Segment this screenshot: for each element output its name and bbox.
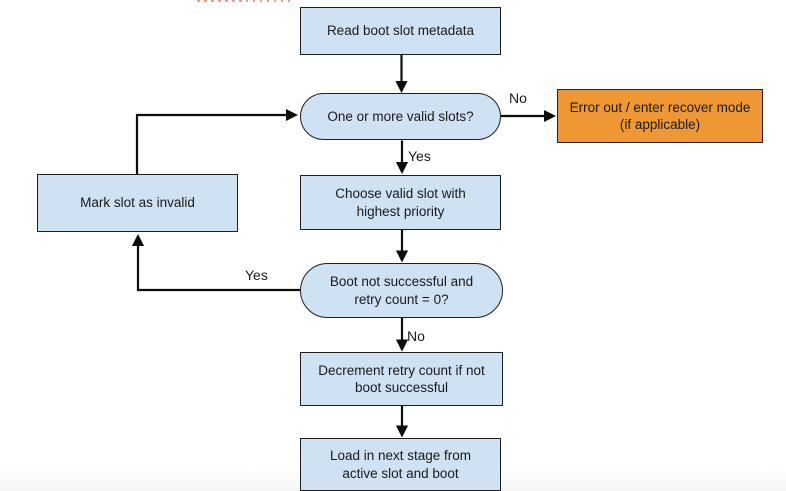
node-label: Mark slot as invalid [80,195,195,211]
arrow-retry-to-mark [131,233,300,292]
node-decision-boot-retry: Boot not successful and retry count = 0? [300,263,503,318]
node-label: Error out / enter recover mode (if appli… [569,99,751,132]
node-decrement-retry-count: Decrement retry count if not boot succes… [300,352,503,406]
arrow-mark-to-valid [135,108,299,174]
node-label: Boot not successful and retry count = 0? [329,274,474,307]
node-label: Load in next stage from active slot and … [329,448,472,481]
edge-label-yes-to-choose: Yes [408,148,431,164]
cropped-red-text [197,0,295,3]
node-label: Decrement retry count if not boot succes… [318,362,485,395]
edge-label-no-to-error: No [509,90,527,106]
node-label: Choose valid slot with highest priority [335,186,466,219]
node-decision-valid-slots: One or more valid slots? [300,93,501,140]
node-label: One or more valid slots? [327,108,474,124]
edge-label-no-to-decrement: No [407,328,425,344]
node-mark-slot-invalid: Mark slot as invalid [37,174,238,232]
node-load-next-stage: Load in next stage from active slot and … [300,438,501,491]
node-error-recover-mode: Error out / enter recover mode (if appli… [557,89,763,143]
node-choose-valid-slot: Choose valid slot with highest priority [300,175,501,230]
node-label: Read boot slot metadata [326,23,475,39]
node-read-boot-slot-metadata: Read boot slot metadata [300,7,501,55]
edge-label-yes-to-mark: Yes [245,267,268,283]
